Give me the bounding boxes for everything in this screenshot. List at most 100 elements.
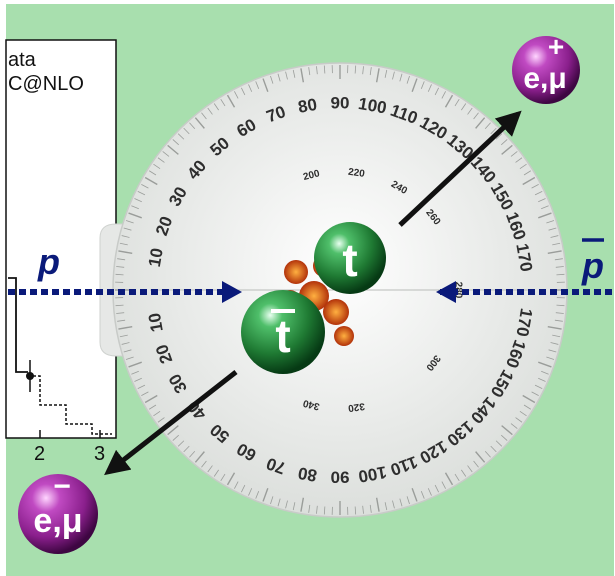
protractor-tick bbox=[541, 370, 549, 375]
protractor-tick bbox=[119, 334, 128, 338]
positive-lepton-ball bbox=[512, 36, 580, 104]
protractor-tick bbox=[375, 68, 380, 83]
protractor-tick bbox=[144, 176, 158, 186]
protractor-tick bbox=[501, 425, 513, 436]
positive-lepton: + e,μ bbox=[512, 31, 580, 104]
protractor-tick bbox=[546, 356, 555, 360]
protractor-tick bbox=[292, 502, 296, 511]
top-quark: t bbox=[314, 222, 386, 294]
positive-lepton-label: e,μ bbox=[523, 62, 566, 95]
protractor-tick bbox=[115, 273, 124, 276]
protractor-tick bbox=[392, 71, 395, 80]
protractor-tick bbox=[270, 496, 274, 505]
protractor-tick bbox=[354, 506, 357, 515]
protractor-tick bbox=[117, 319, 126, 322]
protractor-tick bbox=[125, 356, 134, 360]
protractor-tick bbox=[399, 498, 403, 507]
protractor-tick bbox=[392, 500, 395, 509]
protractor-tick bbox=[556, 304, 565, 307]
protractor-tick bbox=[444, 94, 454, 108]
protractor-tick bbox=[523, 170, 532, 176]
protractor-tick bbox=[300, 497, 305, 512]
protractor-tick bbox=[123, 349, 132, 353]
inset-histogram-data bbox=[8, 277, 28, 373]
protractor-tick bbox=[201, 112, 207, 120]
protractor-tick bbox=[420, 491, 425, 499]
protractor-tick bbox=[213, 103, 219, 111]
protractor-label-lower: 90 bbox=[331, 468, 350, 487]
protractor-tick bbox=[292, 69, 296, 78]
protractor-label-lower: 80 bbox=[297, 463, 319, 485]
protractor-tick bbox=[131, 370, 139, 375]
protractor-ticks bbox=[115, 65, 565, 515]
protractor-tick bbox=[300, 68, 305, 83]
protractor-tick bbox=[125, 220, 134, 224]
protractor-tick bbox=[323, 65, 326, 74]
protractor-tick bbox=[538, 377, 546, 382]
protractor-tick bbox=[420, 81, 425, 89]
protractor-tick bbox=[116, 266, 125, 268]
antiproton-label: p bbox=[581, 245, 604, 286]
protractor-tick bbox=[554, 319, 563, 322]
protractor-tick bbox=[406, 496, 410, 505]
protractor-tick bbox=[434, 484, 439, 493]
protractor-tick bbox=[538, 212, 552, 219]
protractor-tick bbox=[128, 212, 142, 219]
protractor-tick bbox=[226, 472, 236, 486]
decay-arrow-positive-lepton bbox=[398, 110, 522, 227]
protractor-tick bbox=[475, 451, 486, 463]
protractor-tick bbox=[134, 198, 142, 203]
protractor-tick bbox=[241, 484, 246, 493]
protractor-tick bbox=[534, 384, 543, 389]
protractor-tick bbox=[555, 266, 564, 268]
protractor-tick bbox=[131, 205, 139, 210]
protractor-tick bbox=[484, 122, 491, 130]
protractor-tick bbox=[550, 342, 559, 345]
protractor-tick bbox=[194, 451, 205, 463]
protractor-tick bbox=[375, 497, 380, 512]
negative-lepton-ball bbox=[18, 474, 98, 554]
protractor-tick bbox=[547, 325, 562, 330]
protractor-tick bbox=[183, 127, 190, 135]
protractor-tick bbox=[519, 163, 527, 169]
protractor-tick bbox=[552, 242, 561, 246]
protractor-tick bbox=[262, 78, 269, 92]
protractor-tick bbox=[234, 91, 239, 99]
protractor-tick bbox=[406, 75, 410, 84]
protractor-tick bbox=[323, 506, 326, 515]
protractor-tick bbox=[552, 334, 561, 338]
protractor-tick bbox=[484, 450, 491, 458]
protractor-tick bbox=[441, 481, 446, 489]
protractor-tick bbox=[534, 191, 543, 196]
protractor-tick bbox=[162, 151, 170, 157]
protractor-tick bbox=[116, 312, 125, 314]
protractor-tick bbox=[153, 411, 161, 417]
proton-beam-arrowhead bbox=[222, 281, 242, 303]
protractor-tick bbox=[194, 117, 205, 129]
protractor-tick bbox=[316, 505, 318, 514]
protractor-tick bbox=[115, 304, 124, 307]
protractor-tick bbox=[515, 417, 523, 423]
protractor-tick bbox=[157, 417, 165, 423]
protractor-tick bbox=[308, 67, 311, 76]
protractor-tick bbox=[510, 151, 518, 157]
protractor-tick bbox=[141, 391, 149, 396]
protractor-tick bbox=[207, 107, 213, 115]
negative-lepton-sign: − bbox=[53, 470, 71, 503]
protractor-tick bbox=[548, 349, 557, 353]
protractor-tick bbox=[119, 242, 128, 246]
protractor-tick bbox=[207, 465, 213, 473]
protractor-label-lower: 100 bbox=[357, 462, 388, 486]
protractor-tick bbox=[241, 87, 246, 96]
protractor-label-lower: 170 bbox=[512, 307, 536, 338]
protractor-tick bbox=[547, 250, 562, 255]
protractor-tick bbox=[444, 472, 454, 486]
protractor-tick bbox=[201, 460, 207, 468]
protractor-tick bbox=[167, 425, 179, 436]
protractor-tick bbox=[548, 227, 557, 231]
protractor-tick bbox=[411, 78, 418, 92]
protractor-tick bbox=[519, 411, 527, 417]
protractor-tick bbox=[316, 66, 318, 75]
protractor-tick bbox=[220, 98, 226, 107]
